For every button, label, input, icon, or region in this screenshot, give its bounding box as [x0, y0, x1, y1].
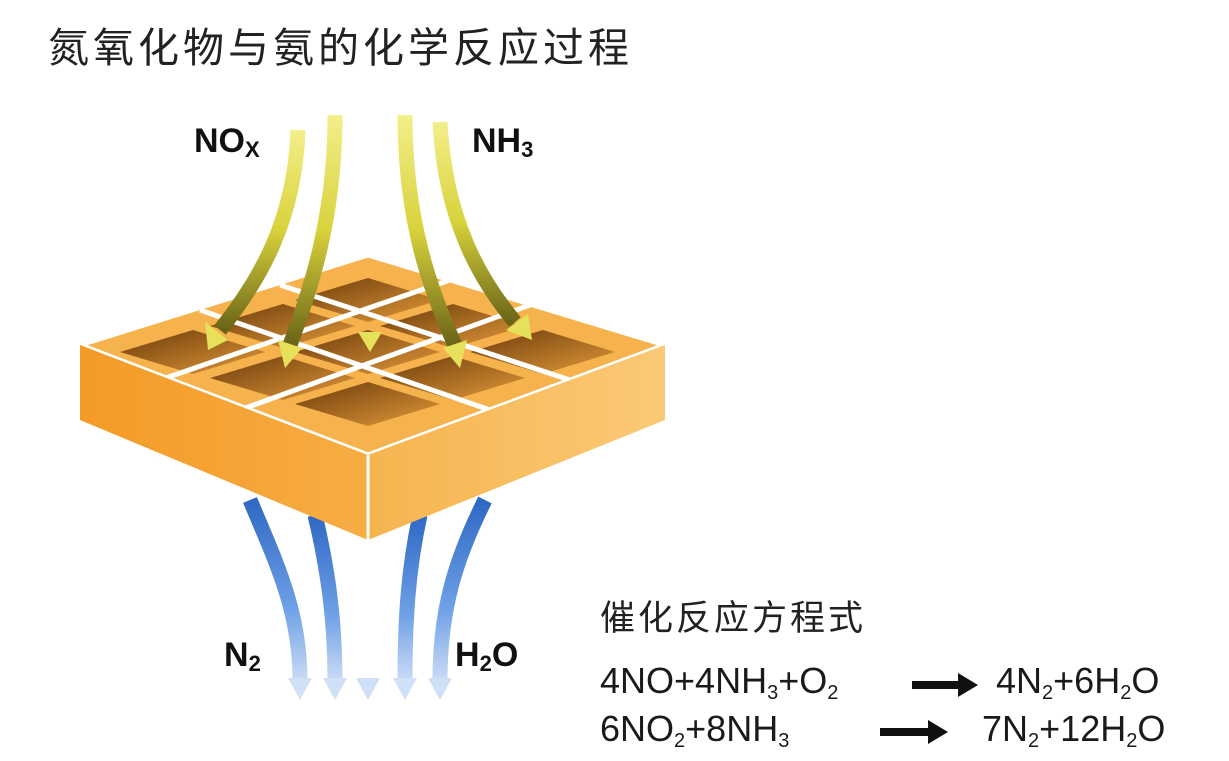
inflow-arrowhead: [443, 340, 467, 368]
outflow-arrowhead: [288, 678, 312, 700]
inflow-arrow: [282, 114, 343, 348]
equation-2-arrow-icon: [880, 720, 948, 744]
outflow-arrow: [432, 496, 492, 681]
equation-1-reactants: 4NO+4NH3+O2: [600, 660, 839, 704]
catalyst-front-face: [80, 345, 368, 540]
inflow-arrowhead: [278, 340, 302, 368]
equation-1-arrow-icon: [912, 673, 978, 697]
equation-2-reactants: 6NO2+8NH3: [600, 708, 790, 752]
inflow-arrows: [205, 110, 532, 368]
catalyst-side-face: [368, 345, 665, 540]
outflow-arrow: [243, 497, 308, 681]
equation-1-products: 4N2+6H2O: [996, 660, 1160, 704]
outflow-arrowhead: [356, 678, 380, 700]
outflow-arrowhead: [428, 678, 452, 700]
n2-label: N2: [224, 636, 261, 676]
outflow-arrows: [243, 496, 492, 700]
inflow-arrow: [432, 121, 521, 327]
inflow-arrowhead: [358, 332, 382, 352]
outflow-arrowhead: [393, 678, 417, 700]
inflow-arrow: [214, 129, 306, 335]
nox-label: NOX: [194, 122, 260, 162]
nh3-label: NH3: [472, 122, 534, 162]
h2o-label: H2O: [455, 636, 519, 676]
inflow-arrow: [397, 114, 462, 349]
outflow-arrowhead: [323, 678, 347, 700]
equations-heading: 催化反应方程式: [600, 599, 867, 639]
outflow-arrow: [397, 513, 428, 681]
inflow-arrowhead: [205, 322, 228, 350]
outflow-arrow: [307, 513, 343, 681]
page-title: 氮氧化物与氨的化学反应过程: [48, 24, 633, 72]
equation-2-products: 7N2+12H2O: [982, 708, 1166, 752]
inflow-arrowhead: [506, 314, 532, 340]
